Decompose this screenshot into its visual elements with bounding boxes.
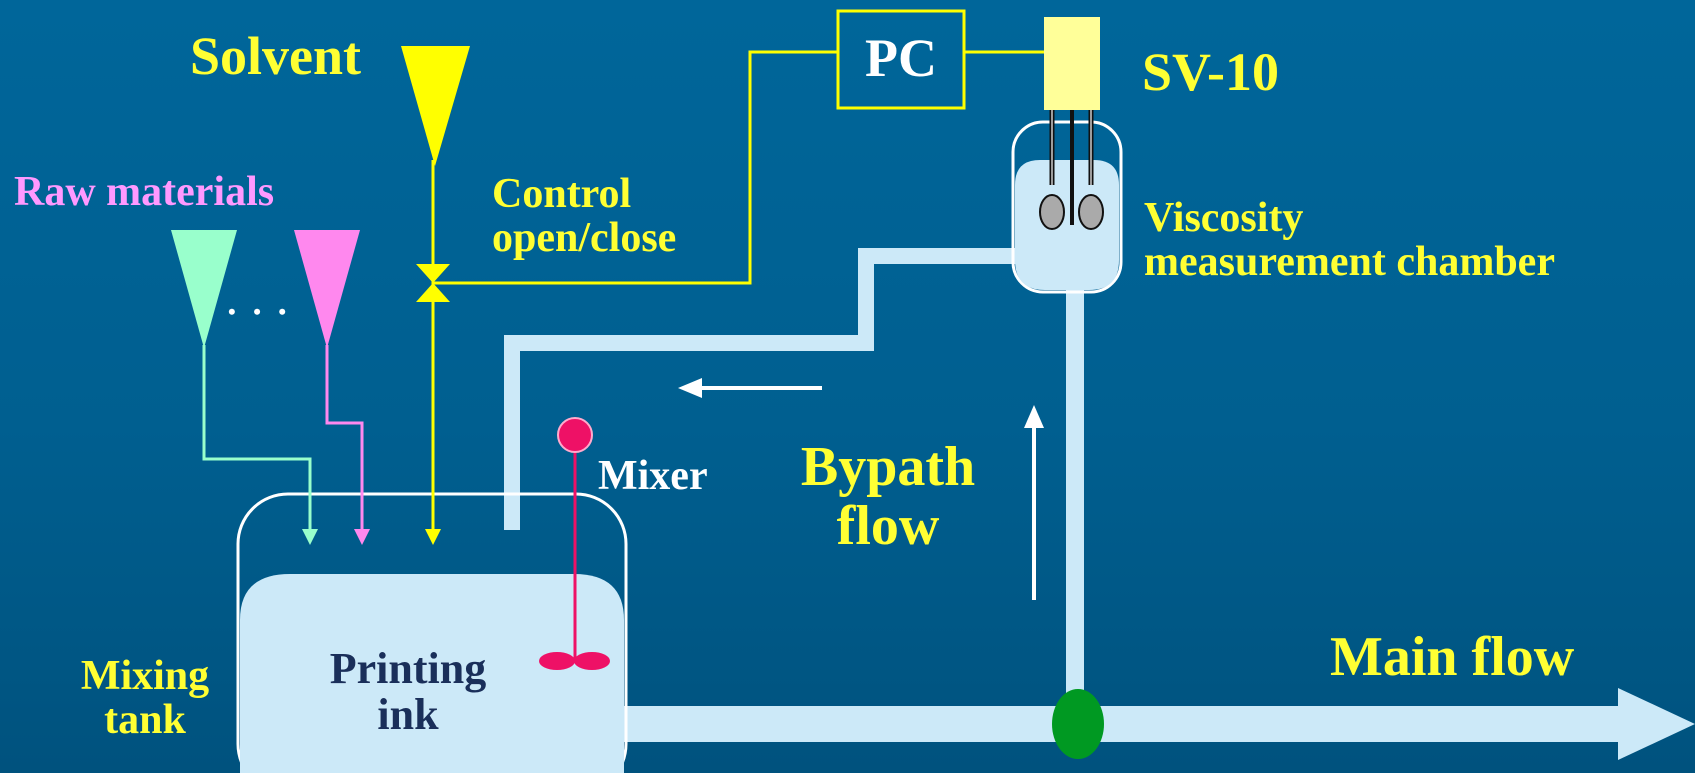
viscosity-label-line1: Viscosity [1144, 195, 1304, 241]
control-label-line1: Control [492, 171, 632, 217]
raw-material-funnel-pink [294, 230, 360, 348]
solvent-label: Solvent [190, 26, 362, 86]
main-flow-arrowhead [1618, 688, 1695, 760]
pc-box [836, 9, 966, 110]
bypath-flow-label: Bypath flow [778, 438, 998, 556]
mixing-tank-label: Mixing tank [60, 654, 230, 742]
chamber-outlet-pipe [1066, 290, 1084, 720]
mixing-tank-label-line1: Mixing [80, 653, 210, 699]
raw-materials-ellipsis: • • • [228, 299, 293, 324]
sv10-sensor-head [1044, 17, 1100, 110]
sensor-plate-left [1039, 194, 1065, 230]
mixing-tank-label-line2: tank [104, 697, 186, 744]
solvent-funnel [401, 46, 470, 166]
mixer-knob [557, 417, 593, 453]
mint-feed-line [202, 345, 312, 530]
sensor-plate-right [1078, 194, 1104, 230]
chamber-outer [1011, 120, 1123, 294]
solvent-valve-top [416, 264, 450, 283]
bypath-up-arrow-head [1024, 405, 1044, 428]
pink-feed-arrow [354, 529, 370, 545]
solvent-valve-bottom [416, 283, 450, 302]
printing-ink-label-line1: Printing [329, 644, 487, 693]
printing-ink-label: Printing ink [300, 644, 516, 740]
raw-material-funnel-mint [171, 230, 237, 348]
pink-feed-line [325, 345, 364, 530]
bypath-label-line1: Bypath [800, 436, 976, 498]
solvent-feed-arrow [425, 529, 441, 545]
mixer-blade-right [574, 652, 610, 670]
mixer-label: Mixer [598, 453, 708, 499]
pc-label: PC [865, 28, 937, 88]
control-label: Control open/close [492, 172, 676, 260]
printing-ink-label-line2: ink [377, 690, 439, 740]
sv10-label: SV-10 [1142, 42, 1280, 102]
bypath-left-arrow-head [678, 378, 702, 398]
main-flow-label: Main flow [1330, 626, 1575, 688]
main-flow-pipe [600, 706, 1620, 742]
control-label-line2: open/close [492, 215, 677, 262]
mixer-blade-left [539, 652, 575, 670]
bypath-pipe [504, 248, 1016, 530]
mint-feed-arrow [302, 529, 318, 545]
printing-ink-fill [240, 574, 624, 773]
viscosity-chamber-label: Viscosity measurement chamber [1144, 196, 1555, 284]
raw-materials-label: Raw materials [14, 169, 275, 215]
bypath-label-line2: flow [836, 494, 940, 557]
chamber-liquid [1015, 160, 1119, 290]
viscosity-label-line2: measurement chamber [1144, 239, 1555, 286]
junction-valve [1052, 689, 1104, 759]
control-signal-line [433, 50, 838, 285]
